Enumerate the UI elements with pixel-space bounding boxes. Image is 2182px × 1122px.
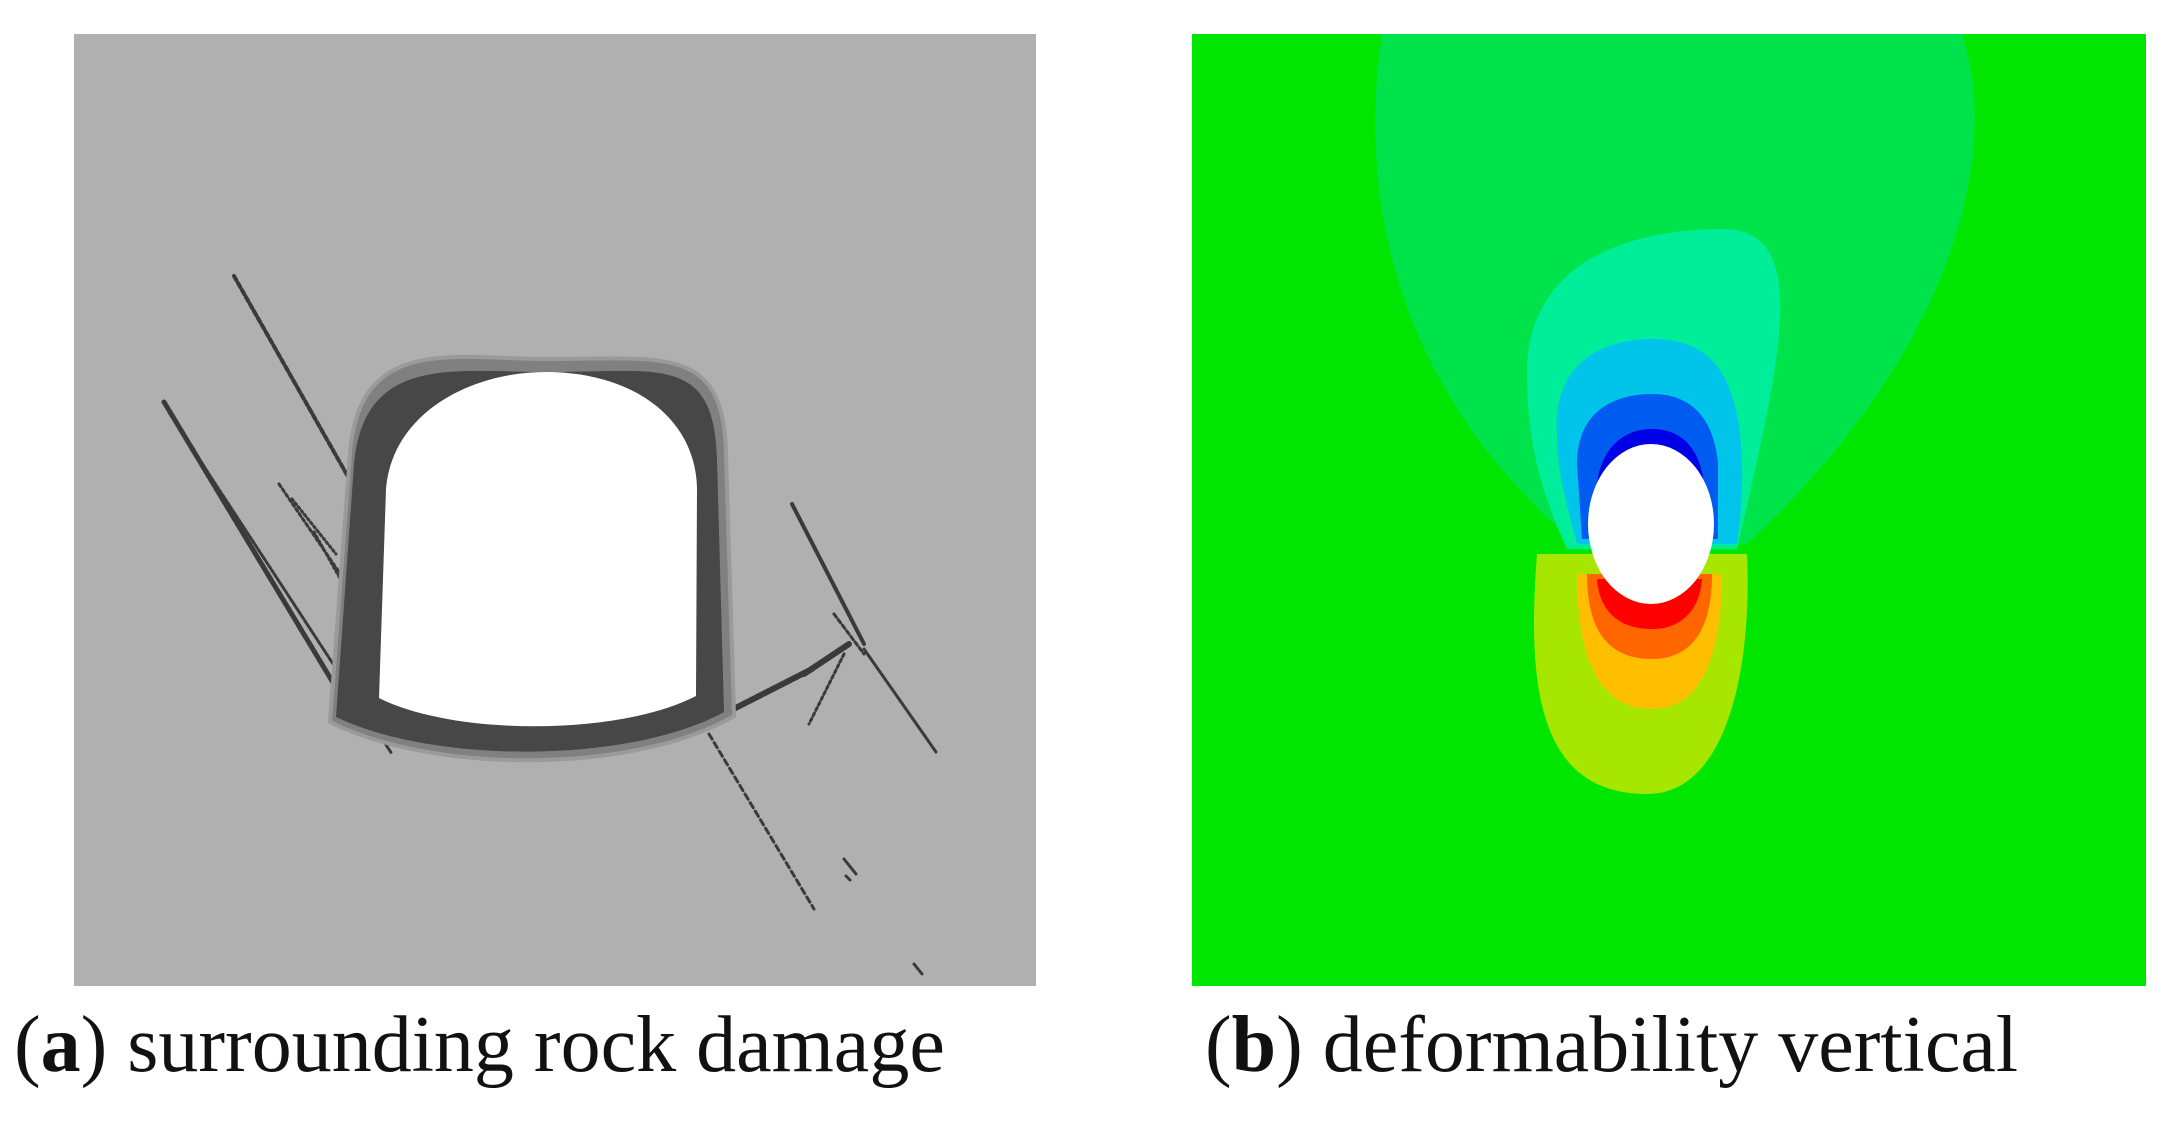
- fracture-line: [807, 652, 846, 726]
- caption-a-text: surrounding rock damage: [127, 1001, 945, 1089]
- fracture-line: [832, 612, 866, 656]
- fracture-line: [707, 732, 816, 911]
- fracture-line: [844, 874, 852, 882]
- tunnel-opening: [379, 372, 697, 727]
- tunnel-opening: [1588, 444, 1714, 604]
- fracture-line: [790, 502, 866, 646]
- caption-a: (a) surrounding rock damage: [14, 1001, 945, 1089]
- panel-letter-b: b: [1231, 1001, 1277, 1089]
- rock-damage-image: [74, 34, 1036, 986]
- fracture-lines: [161, 274, 938, 976]
- fracture-line: [842, 857, 858, 876]
- tunnel-lining: [327, 354, 737, 763]
- contour-bands: [1375, 34, 1975, 794]
- fracture-line: [312, 530, 344, 584]
- fracture-line: [290, 497, 338, 556]
- fracture-line: [912, 962, 924, 976]
- panel-letter-a: a: [40, 1001, 81, 1089]
- caption-b: (b) deformability vertical: [1205, 1001, 2019, 1089]
- vertical-deformation-contour: [1192, 34, 2146, 986]
- fracture-line: [862, 647, 938, 754]
- caption-b-text: deformability vertical: [1322, 1001, 2019, 1089]
